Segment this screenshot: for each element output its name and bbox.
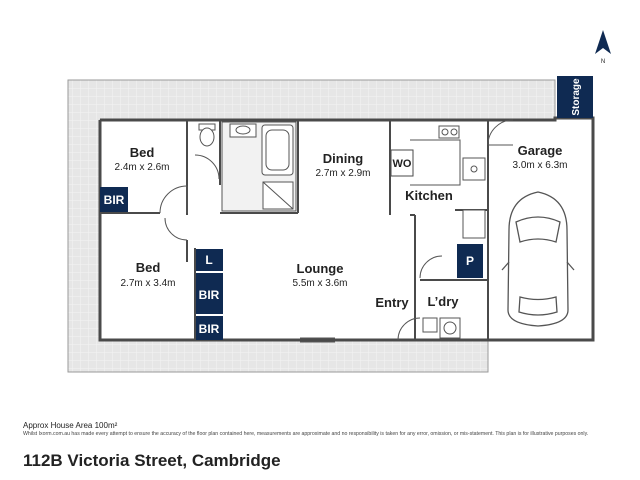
svg-text:BIR: BIR <box>104 193 125 207</box>
svg-text:Storage: Storage <box>571 78 582 116</box>
svg-text:5.5m x 3.6m: 5.5m x 3.6m <box>292 278 347 289</box>
svg-text:2.4m x 2.6m: 2.4m x 2.6m <box>114 162 169 173</box>
disclaimer-text: Whilst Ixorm.com.au has made every attem… <box>23 431 589 437</box>
car-icon <box>501 191 575 327</box>
svg-text:L’dry: L’dry <box>427 294 459 309</box>
bir-tag-bed1: BIR <box>100 187 128 212</box>
svg-text:P: P <box>466 254 474 268</box>
svg-text:Kitchen: Kitchen <box>405 188 453 203</box>
sliding-door <box>300 337 335 343</box>
svg-text:BIR: BIR <box>199 288 220 302</box>
svg-text:Entry: Entry <box>375 295 409 310</box>
svg-text:Lounge: Lounge <box>297 261 344 276</box>
room-dining: Dining 2.7m x 2.9m <box>315 151 370 179</box>
house-area-note: Approx House Area 100m² <box>23 421 118 430</box>
property-address: 112B Victoria Street, Cambridge <box>23 451 281 470</box>
svg-text:Dining: Dining <box>323 151 363 166</box>
north-arrow-icon: N <box>595 30 611 65</box>
svg-text:L: L <box>205 253 212 267</box>
room-laundry: L’dry <box>427 294 459 309</box>
floor-plan: BIR L BIR BIR P Storage WO Bed 2.4m x 2.… <box>67 30 611 373</box>
svg-text:2.7m x 2.9m: 2.7m x 2.9m <box>315 168 370 179</box>
svg-text:Bed: Bed <box>136 260 161 275</box>
bir-tag-bed2-upper: BIR <box>196 273 223 314</box>
bathroom-fixtures <box>198 121 297 212</box>
room-entry: Entry <box>375 295 409 310</box>
svg-text:WO: WO <box>393 158 412 170</box>
bir-tag-bed2-lower: BIR <box>196 316 223 340</box>
room-bed2: Bed 2.7m x 3.4m <box>120 260 175 289</box>
room-lounge: Lounge 5.5m x 3.6m <box>292 261 347 289</box>
storage-tag: Storage <box>557 76 593 118</box>
svg-text:BIR: BIR <box>199 322 220 336</box>
svg-text:Garage: Garage <box>518 143 563 158</box>
svg-text:Bed: Bed <box>130 145 155 160</box>
wall-oven-tag: WO <box>390 149 414 177</box>
linen-tag: L <box>196 249 223 271</box>
svg-text:2.7m x 3.4m: 2.7m x 3.4m <box>120 278 175 289</box>
svg-text:N: N <box>601 59 605 65</box>
svg-text:3.0m x 6.3m: 3.0m x 6.3m <box>512 160 567 171</box>
kitchen-fixtures <box>410 125 486 339</box>
room-bed1: Bed 2.4m x 2.6m <box>114 145 169 173</box>
pantry-tag: P <box>457 244 483 278</box>
room-kitchen: Kitchen <box>405 188 453 203</box>
room-garage: Garage 3.0m x 6.3m <box>512 143 567 171</box>
